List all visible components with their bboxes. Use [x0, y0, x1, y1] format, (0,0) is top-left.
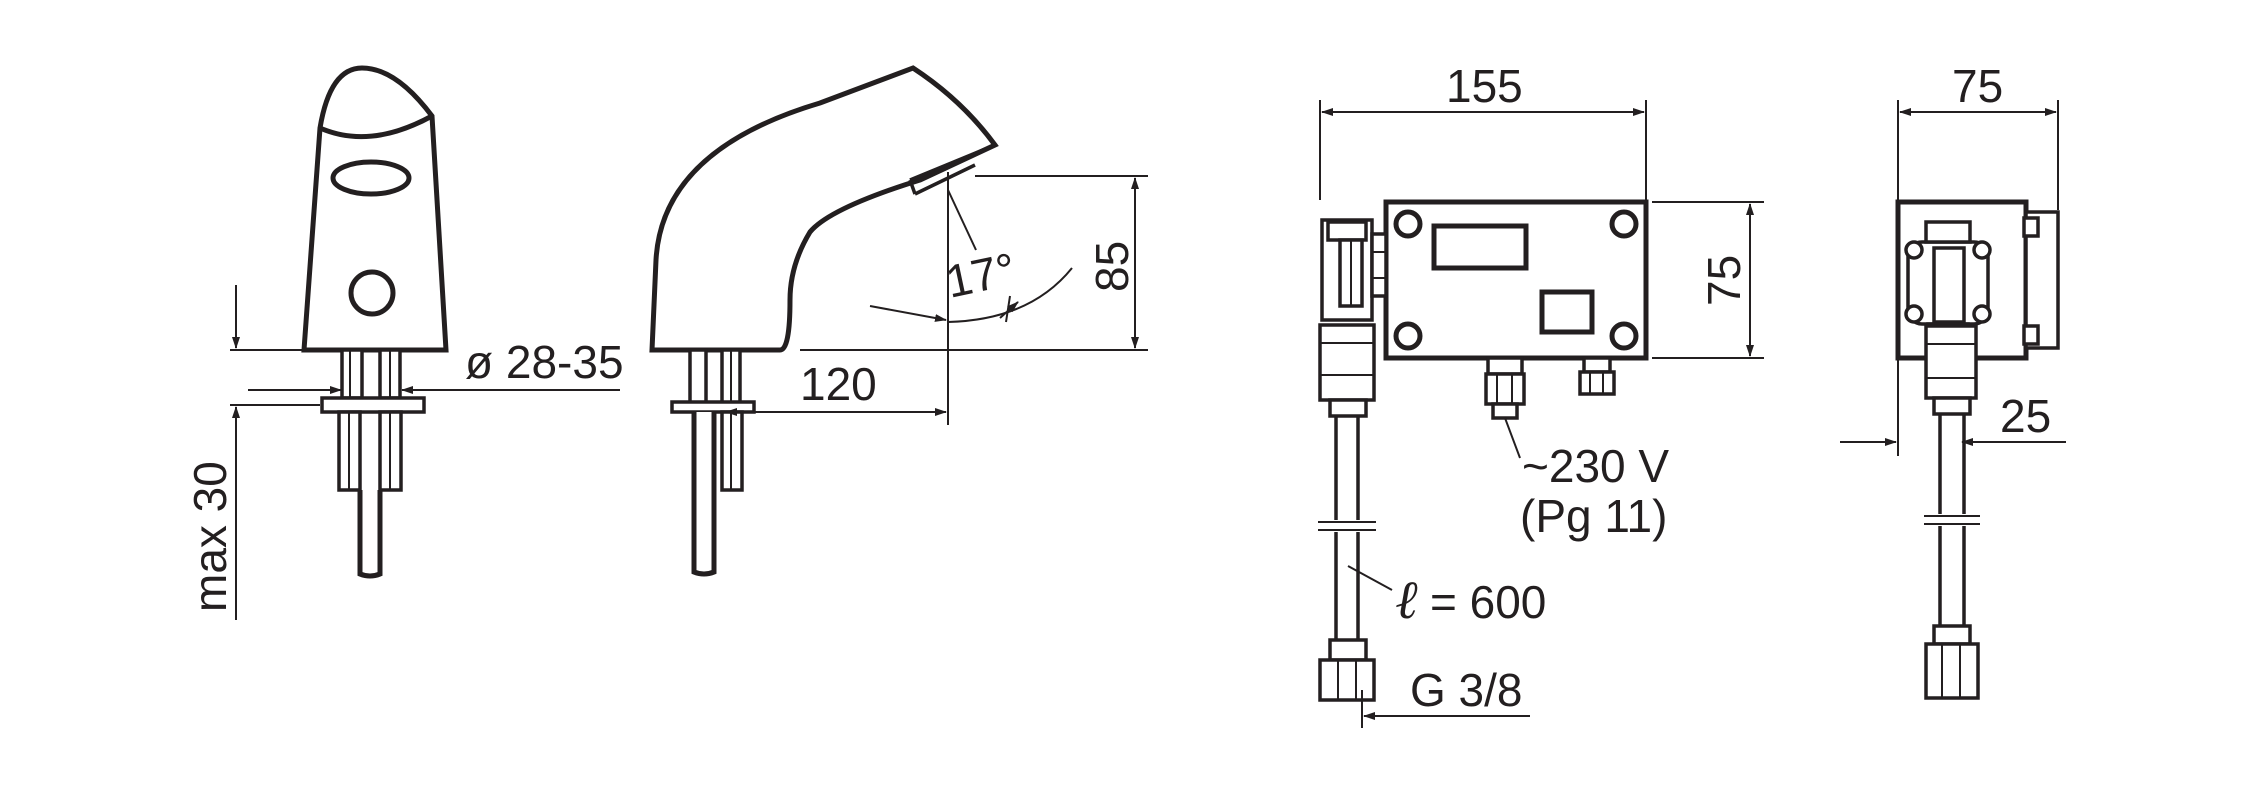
faucet-front-view — [301, 65, 449, 579]
control-box-dimensions: 155 75 ~230 V (Pg 11) ℓ = 600 G 3/8 — [1319, 60, 1764, 728]
diameter-label: ø 28-35 — [465, 336, 624, 388]
thread-label: G 3/8 — [1410, 664, 1523, 716]
control-box-side — [1895, 199, 2060, 700]
hose-length-label: = 600 — [1430, 576, 1546, 628]
gland-label: (Pg 11) — [1520, 490, 1667, 542]
max-thickness-label: max 30 — [184, 461, 236, 612]
box-depth-label: 75 — [1952, 60, 2003, 112]
side-box-dimensions: 75 25 — [1840, 60, 2066, 456]
hose-end-fitting — [1318, 658, 1376, 702]
angle-label: 17° — [941, 242, 1020, 307]
box-height-label: 75 — [1698, 255, 1750, 306]
small-window — [1539, 289, 1595, 335]
hose-nut — [1318, 323, 1376, 402]
sensor-window — [330, 159, 412, 197]
faucet-spout — [649, 65, 999, 353]
cable-gland — [1486, 356, 1524, 376]
supply-pipe-front — [357, 490, 383, 579]
height-label: 85 — [1086, 241, 1138, 292]
supply-pipe-side — [691, 412, 717, 577]
round-sensor — [348, 269, 396, 317]
length-symbol: ℓ — [1396, 567, 1419, 631]
faucet-front-body — [301, 65, 449, 353]
reach-label: 120 — [800, 358, 877, 410]
voltage-label: ~230 V — [1522, 440, 1669, 492]
faucet-side-view — [649, 65, 999, 577]
mounting-washer — [320, 396, 426, 414]
offset-label: 25 — [2000, 390, 2051, 442]
front-view-dimensions: ø 28-35 max 30 — [184, 285, 624, 620]
flexible-hose — [1334, 416, 1360, 520]
box-width-label: 155 — [1446, 60, 1523, 112]
control-box-front — [1318, 199, 1649, 702]
display-window — [1431, 223, 1529, 271]
